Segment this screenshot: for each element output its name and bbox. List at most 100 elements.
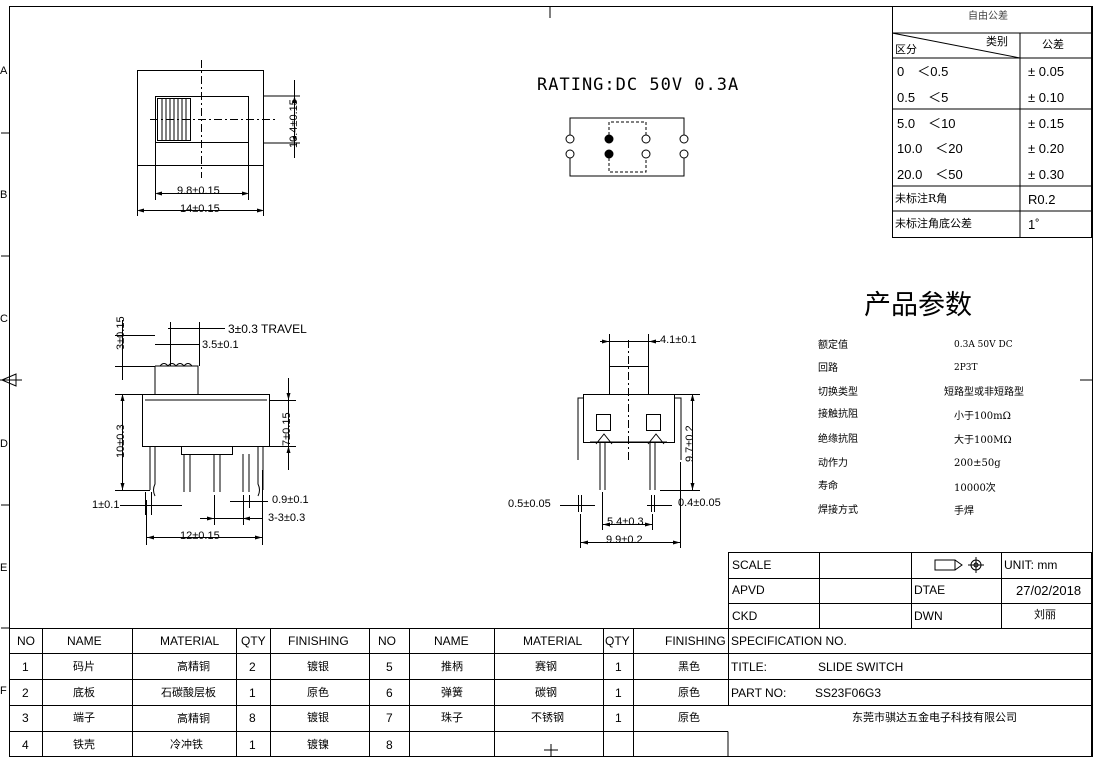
dim-travel: 3±0.3 TRAVEL	[228, 322, 307, 336]
dim-lead-left: 0.5±0.05	[508, 498, 551, 510]
bom-cell-finishing-2: 黑色	[678, 660, 700, 673]
bom-cell-material-2: 不锈钢	[531, 711, 564, 724]
tolerance-title: 自由公差	[968, 11, 1008, 22]
tolerance-range-2: 0.5 ＜5	[897, 90, 949, 105]
tolerance-value-5: ± 0.30	[1028, 167, 1065, 182]
bom-cell-no: 1	[22, 660, 29, 674]
bom-cell-no-2: 7	[386, 711, 393, 725]
bom-cell-name-2: 推柄	[441, 660, 463, 673]
tolerance-header-category: 类别	[986, 35, 1008, 48]
date-value: 27/02/2018	[1016, 583, 1082, 598]
bom-cell-qty: 2	[249, 660, 256, 674]
ckd-label: CKD	[732, 609, 758, 623]
zone-e: E	[0, 562, 8, 574]
bom-cell-qty-2: 1	[615, 711, 622, 725]
spec-label: SPECIFICATION NO.	[731, 634, 847, 648]
param-label-7: 寿命	[818, 481, 838, 492]
dim-total-width: 9.9±0.2	[606, 534, 643, 546]
tolerance-radius-label: 未标注R角	[895, 192, 948, 205]
dim-pin-width: 1±0.1	[92, 499, 120, 511]
bom-cell-name-2: 珠子	[441, 711, 463, 724]
bom-cell-qty: 1	[249, 738, 256, 752]
param-value-8: 手焊	[954, 506, 974, 517]
bom-cell-name: 码片	[73, 660, 95, 673]
bom-cell-name: 底板	[73, 686, 95, 699]
scale-label: SCALE	[732, 558, 772, 572]
drawer-name: 刘丽	[1034, 608, 1056, 621]
tolerance-value-2: ± 0.10	[1028, 90, 1065, 105]
dim-body: 10±0.3	[115, 424, 127, 458]
param-label-2: 回路	[818, 363, 838, 374]
param-value-7: 10000次	[954, 483, 996, 494]
tolerance-range-4: 10.0 ＜20	[897, 141, 963, 156]
bom-cell-finishing: 镀银	[307, 711, 329, 724]
params-title: 产品参数	[864, 290, 972, 321]
bom-cell-no: 4	[22, 738, 29, 752]
date-label: DTAE	[914, 583, 946, 597]
zone-f: F	[0, 685, 7, 697]
dim-row-pitch: 5.4±0.3	[607, 516, 644, 528]
bom-cell-material: 高精铜	[177, 660, 210, 673]
bom-cell-qty-2: 1	[615, 660, 622, 674]
bom-header-qty: QTY	[241, 634, 266, 648]
dim-lead-right: 0.4±0.05	[678, 497, 721, 509]
tolerance-range-5: 20.0 ＜50	[897, 167, 963, 182]
tolerance-value-3: ± 0.15	[1028, 116, 1065, 131]
bom-cell-finishing-2: 原色	[678, 686, 700, 699]
bom-cell-no-2: 8	[386, 738, 393, 752]
unit-label: UNIT: mm	[1004, 558, 1058, 572]
dim-knob: 3.5±0.1	[202, 339, 239, 351]
param-label-3: 切换类型	[818, 387, 858, 398]
bom-cell-material: 冷冲铁	[170, 738, 203, 751]
bom-cell-material: 高精铜	[177, 712, 210, 725]
bom-cell-no: 3	[22, 711, 29, 725]
tolerance-range-1: 0 ＜0.5	[897, 64, 949, 79]
zone-b: B	[0, 189, 8, 201]
param-value-3: 短路型或非短路型	[944, 387, 1024, 398]
bom-cell-qty-2: 1	[615, 686, 622, 700]
bom-header-finishing-2: FINISHING	[665, 634, 726, 648]
bom-cell-name: 端子	[73, 711, 95, 724]
dim-pitch: 3-3±0.3	[268, 512, 306, 524]
dim-pin-gap: 0.9±0.1	[272, 494, 309, 506]
bom-cell-name: 铁壳	[73, 738, 95, 751]
bom-cell-material-2: 碳钢	[535, 686, 557, 699]
part-value: SS23F06G3	[815, 686, 882, 700]
bom-header-no-2: NO	[378, 634, 396, 648]
bom-header-no: NO	[17, 634, 35, 648]
bom-header-qty-2: QTY	[605, 634, 630, 648]
bom-cell-no: 2	[22, 686, 29, 700]
param-label-4: 接触抗阻	[818, 409, 858, 420]
title-label: TITLE:	[731, 660, 768, 674]
bom-cell-material: 石碳酸层板	[161, 686, 216, 699]
bom-header-material: MATERIAL	[160, 634, 220, 648]
apvd-label: APVD	[732, 583, 765, 597]
dim-lead: 7±0.15	[281, 412, 293, 446]
param-value-5: 大于100MΩ	[954, 435, 1012, 446]
bom-cell-finishing-2: 原色	[678, 711, 700, 724]
dim-base-width: 12±0.15	[180, 530, 220, 542]
dim-front-height: 9.7±0.2	[684, 425, 696, 462]
tolerance-header-zone: 区分	[895, 43, 917, 56]
param-value-4: 小于100mΩ	[954, 411, 1011, 422]
company-name: 东莞市骐达五金电子科技有限公司	[852, 711, 1017, 724]
tolerance-header-tol: 公差	[1042, 38, 1064, 51]
zone-c: C	[0, 313, 8, 325]
dim-knob-width: 4.1±0.1	[660, 334, 697, 346]
param-value-1: 0.3A 50V DC	[954, 340, 1013, 350]
tolerance-value-1: ± 0.05	[1028, 64, 1065, 79]
zone-d: D	[0, 438, 8, 450]
param-label-1: 额定值	[818, 340, 848, 351]
tolerance-radius-value: R0.2	[1028, 192, 1056, 207]
bom-header-finishing: FINISHING	[288, 634, 349, 648]
dim-inner-width: 9.8±0.15	[177, 185, 220, 197]
param-label-6: 动作力	[818, 458, 848, 469]
bom-cell-no-2: 5	[386, 660, 393, 674]
dwn-label: DWN	[914, 609, 943, 623]
dim-outer-width: 14±0.15	[180, 203, 220, 215]
tolerance-angle-label: 未标注角底公差	[895, 217, 972, 230]
param-value-6: 200±50g	[954, 458, 1001, 469]
bom-cell-finishing: 镀银	[307, 660, 329, 673]
zone-a: A	[0, 65, 8, 77]
